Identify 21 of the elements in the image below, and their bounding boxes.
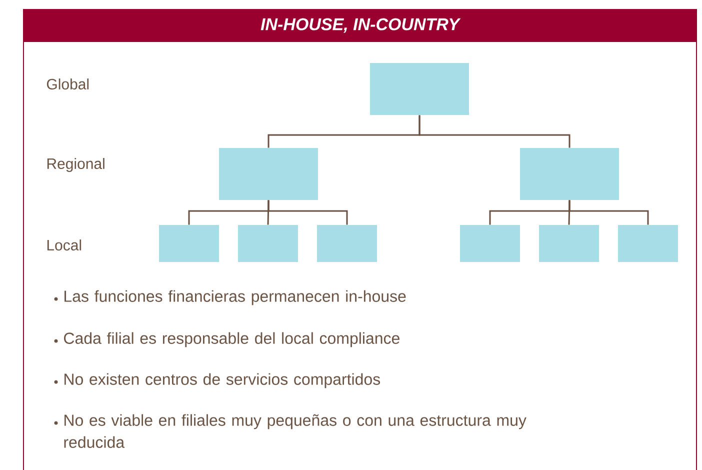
level-label: Regional [47,158,104,172]
bullet-text: No existen centros de servicios compartidos [54,373,380,388]
org-box [219,148,318,200]
connector-line [268,200,348,225]
org-box [159,225,219,262]
level-label: Local [47,239,82,250]
org-box [539,225,599,262]
bullet-text: Las funciones financieras permanecen in-house [54,290,406,306]
org-box [460,225,520,262]
bullet-text: Cada filial es responsable del local compliance [54,332,400,348]
connector-line [418,115,570,148]
org-box [238,225,298,262]
connector-line [568,200,649,225]
org-box [618,225,678,262]
bullet-text: No es viable en filiales muy pequeñas o con una estructura muy reducida [54,414,526,448]
org-box [370,63,469,115]
connector-line [267,200,270,225]
level-label: Global [46,78,89,90]
org-box [520,148,619,200]
title-bar: IN-HOUSE, IN-COUNTRY [23,9,697,42]
org-box [317,225,377,262]
